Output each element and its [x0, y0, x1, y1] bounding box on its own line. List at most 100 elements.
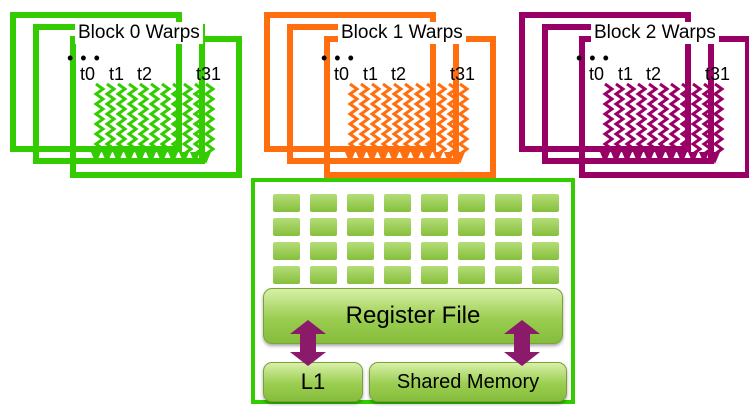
register-cell: [495, 218, 522, 236]
thread-arrow: [646, 82, 659, 156]
thread-arrow: [613, 82, 626, 156]
thread-label-t2: t2: [646, 64, 662, 84]
register-cell: [532, 218, 559, 236]
thread-arrow: [347, 82, 360, 156]
thread-arrowhead: [611, 152, 621, 164]
register-cell: [532, 194, 559, 212]
thread-arrowhead: [633, 152, 643, 164]
register-cell-grid: [255, 182, 571, 400]
register-cell: [273, 266, 300, 284]
register-cell: [421, 218, 448, 236]
thread-label-t2: t2: [391, 64, 407, 84]
thread-arrowhead: [345, 152, 355, 164]
thread-arrow: [148, 82, 161, 156]
thread-arrow: [402, 82, 415, 156]
thread-arrow: [435, 82, 448, 156]
block-1-warps-group: Block 1 Warps • • • t0 t1 t2 t31: [264, 0, 504, 180]
thread-arrowhead: [102, 152, 112, 164]
thread-arrows: [91, 82, 216, 164]
register-cell: [310, 266, 337, 284]
register-file-label: Register File: [345, 302, 481, 329]
l1-cache-block: L1: [263, 362, 363, 402]
block-title: Block 2 Warps: [591, 22, 719, 44]
thread-label-t31: t31: [450, 64, 476, 84]
thread-arrow: [712, 82, 725, 156]
shared-memory-block: Shared Memory: [369, 362, 567, 402]
thread-arrow: [424, 82, 437, 156]
thread-arrowhead: [433, 152, 443, 164]
double-arrow-icon: [504, 320, 540, 366]
register-cell: [458, 266, 485, 284]
register-cell: [532, 266, 559, 284]
thread-arrowhead: [201, 152, 211, 164]
thread-arrow: [126, 82, 139, 156]
thread-arrows: [600, 82, 725, 164]
register-cell: [273, 218, 300, 236]
thread-label-t0: t0: [589, 64, 605, 84]
thread-arrow: [657, 82, 670, 156]
register-cell: [495, 194, 522, 212]
l1-data-path-arrow: [290, 320, 326, 366]
thread-arrowhead: [157, 152, 167, 164]
ellipsis-dots: • • •: [576, 48, 610, 68]
thread-arrow: [181, 82, 194, 156]
register-cell: [532, 242, 559, 260]
thread-arrow: [668, 82, 681, 156]
thread-arrowhead: [378, 152, 388, 164]
thread-arrowhead: [655, 152, 665, 164]
thread-arrow: [457, 82, 470, 156]
thread-arrow: [170, 82, 183, 156]
warp-frame-back: [264, 12, 436, 152]
thread-arrow: [690, 82, 703, 156]
l1-label: L1: [300, 369, 326, 394]
thread-arrowhead: [91, 152, 101, 164]
register-cell: [347, 218, 374, 236]
thread-arrowhead: [400, 152, 410, 164]
thread-arrow: [93, 82, 106, 156]
streaming-multiprocessor: Register File L1 Shared Memory: [251, 178, 575, 404]
block-0-warps-group: Block 0 Warps • • • t0 t1 t2 t31: [10, 0, 250, 180]
thread-arrowhead: [455, 152, 465, 164]
register-cell: [384, 194, 411, 212]
thread-arrow: [391, 82, 404, 156]
thread-arrow: [203, 82, 216, 156]
thread-arrowhead: [444, 152, 454, 164]
thread-arrowhead: [389, 152, 399, 164]
thread-arrow: [679, 82, 692, 156]
register-cell: [458, 242, 485, 260]
thread-arrow: [358, 82, 371, 156]
warp-frame-back: [519, 12, 691, 152]
register-cell: [458, 218, 485, 236]
register-cell: [310, 194, 337, 212]
register-cell: [495, 242, 522, 260]
thread-arrowhead: [699, 152, 709, 164]
thread-label-t31: t31: [705, 64, 731, 84]
thread-label-t0: t0: [80, 64, 96, 84]
ellipsis-dots: • • •: [321, 48, 355, 68]
thread-label-t0: t0: [334, 64, 350, 84]
thread-arrowhead: [367, 152, 377, 164]
thread-arrowhead: [168, 152, 178, 164]
thread-arrowhead: [113, 152, 123, 164]
thread-arrowhead: [644, 152, 654, 164]
register-cell: [421, 194, 448, 212]
ellipsis-dots: • • •: [67, 48, 101, 68]
thread-arrowhead: [600, 152, 610, 164]
thread-arrow: [635, 82, 648, 156]
thread-arrow: [602, 82, 615, 156]
thread-arrow: [369, 82, 382, 156]
thread-label-t2: t2: [137, 64, 153, 84]
thread-label-t31: t31: [196, 64, 222, 84]
thread-arrow: [413, 82, 426, 156]
register-cell: [384, 218, 411, 236]
thread-arrowhead: [688, 152, 698, 164]
register-cell: [495, 266, 522, 284]
thread-arrowhead: [124, 152, 134, 164]
block-2-warps-group: Block 2 Warps • • • t0 t1 t2 t31: [519, 0, 749, 180]
thread-arrowhead: [179, 152, 189, 164]
shared-memory-label: Shared Memory: [396, 370, 540, 393]
thread-label-t1: t1: [618, 64, 634, 84]
register-cell: [421, 242, 448, 260]
thread-arrows: [345, 82, 470, 164]
register-cell: [273, 194, 300, 212]
